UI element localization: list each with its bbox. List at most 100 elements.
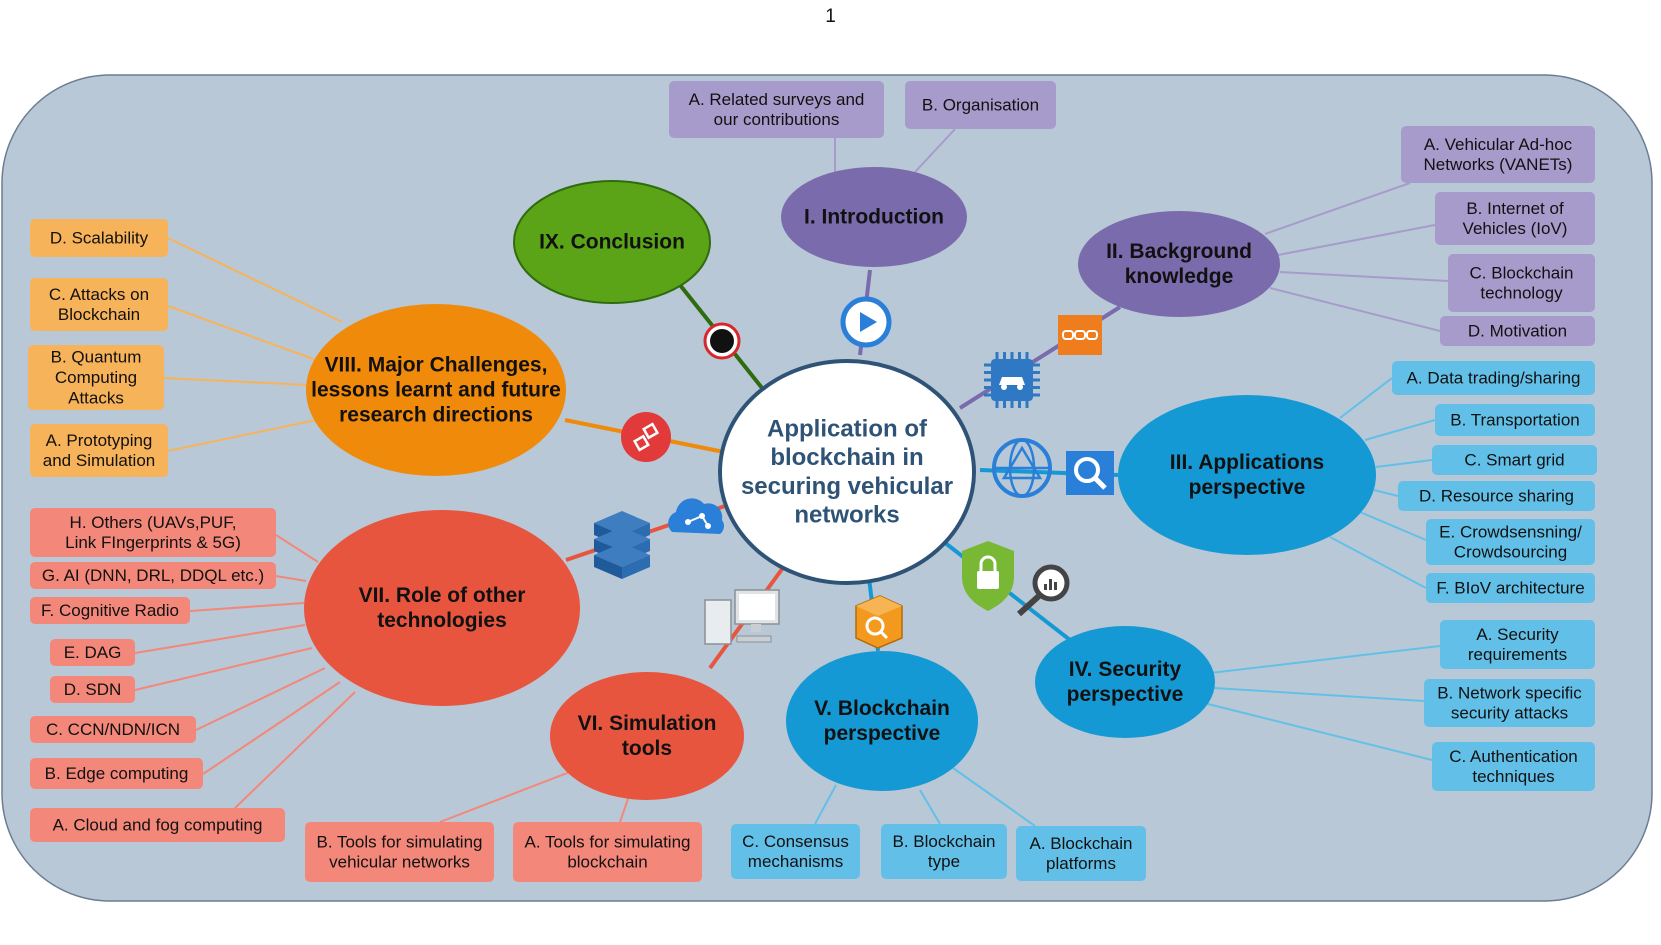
subsection-box: C. CCN/NDN/ICN <box>30 716 196 743</box>
connector-security <box>1213 687 1425 702</box>
magnifier-icon <box>1066 451 1114 495</box>
subsection-box-bg <box>28 345 164 410</box>
subsection-box-bg <box>30 716 196 743</box>
subsection-box: D. Scalability <box>30 219 168 257</box>
blockchain-node-icon <box>621 412 671 462</box>
connector-blockchain <box>814 784 837 825</box>
play-icon <box>840 296 892 348</box>
subsection-box-bg <box>30 424 168 477</box>
subsection-box: D. Motivation <box>1440 316 1595 346</box>
connector-technologies <box>234 691 356 809</box>
subsection-box: E. DAG <box>50 639 135 666</box>
car-chip-icon <box>984 352 1040 408</box>
section-conclusion-ellipse <box>513 180 711 304</box>
subsection-box-bg <box>50 639 135 666</box>
section-introduction-ellipse <box>781 167 967 267</box>
subsection-box-bg <box>1435 192 1595 245</box>
analytics-magnifier-icon <box>1016 564 1070 617</box>
subsection-box-bg <box>30 278 168 331</box>
subsection-box: E. Crowdsensning/Crowdsourcing <box>1426 519 1595 565</box>
connector-blockchain <box>952 767 1036 827</box>
network-globe-icon <box>992 438 1052 498</box>
subsection-box: B. Edge computing <box>30 758 203 789</box>
shield-lock-icon <box>962 541 1014 611</box>
connector-applications <box>1359 511 1427 541</box>
section-security-ellipse <box>1035 626 1215 738</box>
connector-blockchain <box>919 789 941 825</box>
subsection-box-bg <box>1448 254 1595 312</box>
subsection-box-bg <box>1398 481 1595 511</box>
subsection-box-bg <box>1426 519 1595 565</box>
subsection-box-bg <box>1435 404 1595 436</box>
connector-simulation <box>439 769 576 823</box>
connector-technologies <box>275 575 307 582</box>
subsection-box-bg <box>30 562 276 589</box>
subsection-box-bg <box>30 808 285 842</box>
section-blockchain-ellipse <box>786 651 978 791</box>
connector-technologies <box>275 534 319 563</box>
subsection-box-bg <box>1392 361 1595 395</box>
subsection-box: F. BIoV architecture <box>1426 573 1595 603</box>
section-challenges: VIII. Major Challenges,lessons learnt an… <box>306 304 566 476</box>
decorative-icons <box>594 296 1114 649</box>
subsection-box-bg <box>50 676 135 703</box>
connector-technologies <box>189 602 305 612</box>
subsection-box-bg <box>513 822 702 882</box>
subsection-box-bg <box>1424 679 1595 727</box>
subsection-box-bg <box>30 219 168 257</box>
subsection-box-bg <box>669 81 884 138</box>
subsection-box-bg <box>1426 573 1595 603</box>
connector-applications <box>1373 489 1399 497</box>
subsection-box: B. Organisation <box>905 81 1056 129</box>
subsection-box: D. SDN <box>50 676 135 703</box>
section-applications-ellipse <box>1118 395 1376 555</box>
database-icon <box>594 511 650 579</box>
connector-applications <box>1329 536 1427 589</box>
connector-security <box>1209 645 1441 674</box>
connector-technologies <box>195 667 326 731</box>
section-background-ellipse <box>1078 211 1280 317</box>
connector-background <box>1277 224 1436 256</box>
subsection-box-bg <box>1440 316 1595 346</box>
connector-background <box>1279 271 1449 282</box>
subsection-box: C. Smart grid <box>1432 445 1597 475</box>
section-introduction: I. Introduction <box>781 167 967 267</box>
subsection-box-bg <box>905 81 1056 129</box>
central-topic-ellipse <box>718 359 976 585</box>
connector-background <box>1264 182 1411 235</box>
subsection-box: A. Data trading/sharing <box>1392 361 1595 395</box>
subsection-box: G. AI (DNN, DRL, DDQL etc.) <box>30 562 276 589</box>
connector-technologies <box>134 624 306 654</box>
subsection-box-bg <box>1432 445 1597 475</box>
subsection-box-bg <box>1401 126 1595 183</box>
section-technologies-ellipse <box>304 510 580 706</box>
connector-challenges <box>167 419 317 452</box>
connector-applications <box>1364 419 1436 441</box>
chain-link-icon <box>1058 315 1102 355</box>
subsection-box-bg <box>1440 620 1595 669</box>
subsection-box-bg <box>30 597 190 624</box>
connector-challenges <box>163 377 309 386</box>
page-number: 1 <box>825 6 836 27</box>
connector-technologies <box>134 647 313 691</box>
section-simulation-ellipse <box>550 672 744 800</box>
connector-technologies <box>202 681 341 775</box>
